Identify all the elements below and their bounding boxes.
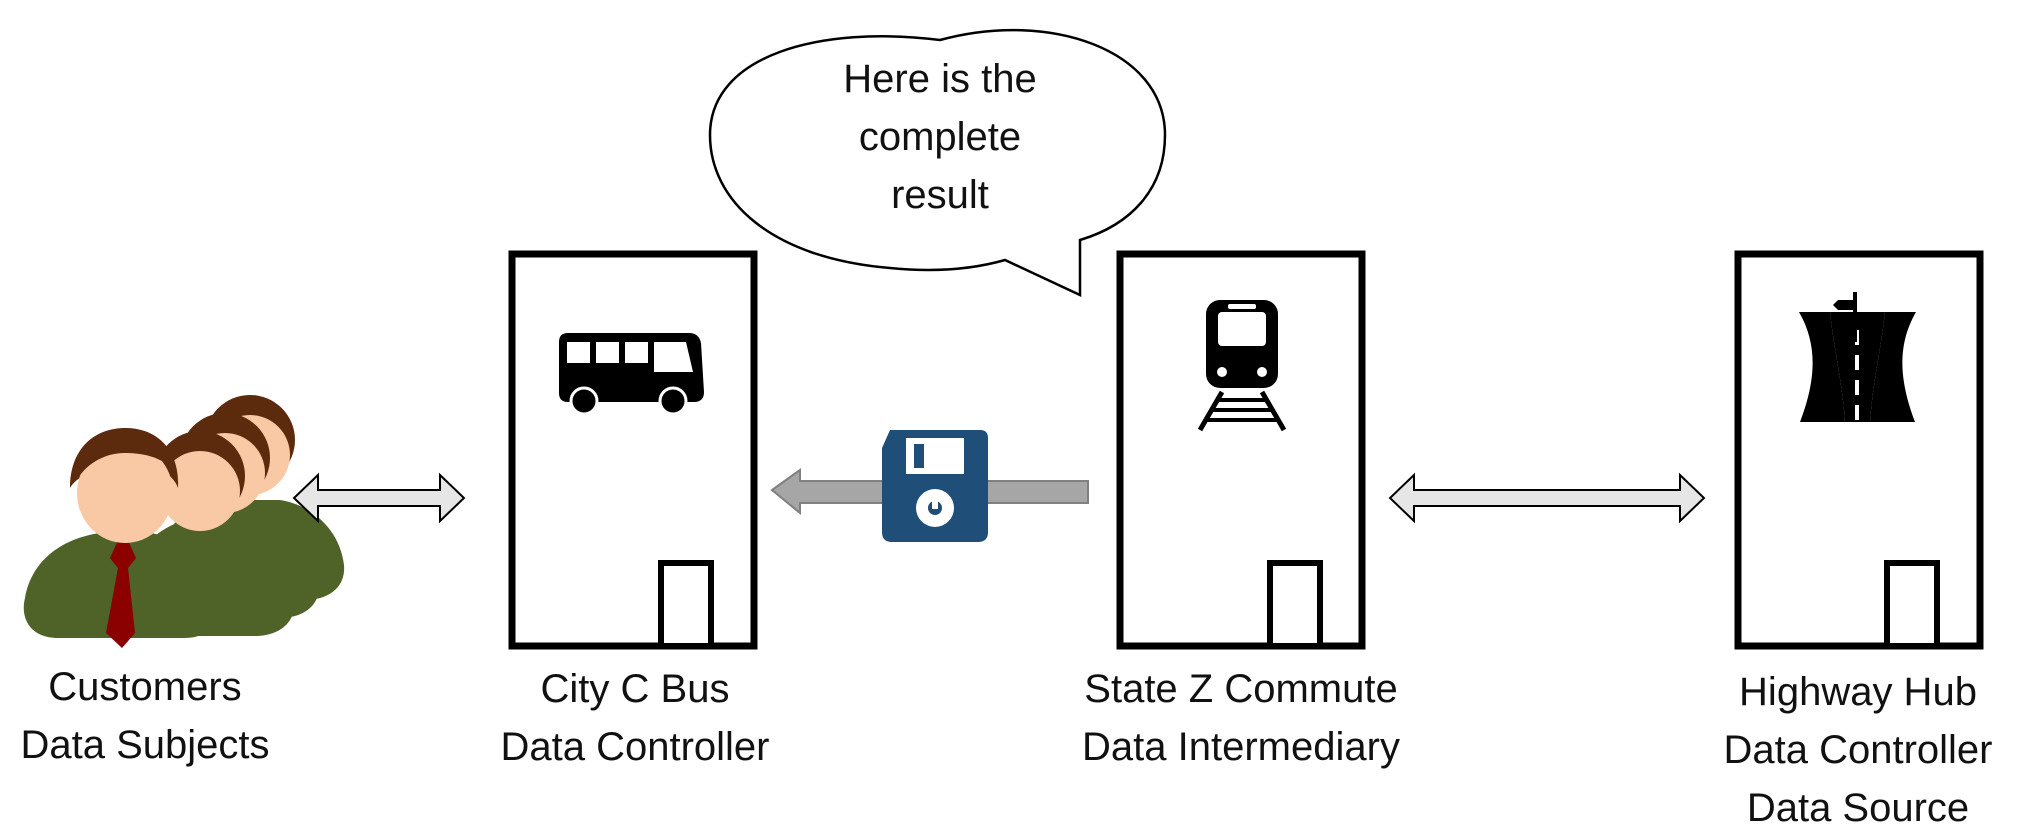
bus-icon xyxy=(559,333,704,416)
label-line: State Z Commute xyxy=(1084,667,1398,711)
double-arrow-customers-bus xyxy=(292,472,466,524)
front-person xyxy=(23,428,221,648)
label-line: Data Source xyxy=(1746,786,1970,830)
speech-line: Here is the xyxy=(843,57,1037,101)
speech-line: result xyxy=(891,173,989,217)
speech-bubble-text: Here is the complete result xyxy=(760,50,1120,224)
road-signpost-icon xyxy=(1799,292,1916,422)
label-line: Customers xyxy=(48,665,242,709)
label-line: Data Subjects xyxy=(20,723,270,767)
label-line: Data Controller xyxy=(1723,728,1993,772)
speech-line: complete xyxy=(858,115,1022,159)
label-highway-hub: Highway Hub Data Controller Data Source xyxy=(1698,663,2018,837)
building-city-bus xyxy=(508,250,758,650)
floppy-disk-icon xyxy=(882,430,988,542)
label-line: City C Bus xyxy=(540,667,730,711)
train-icon xyxy=(1197,300,1287,432)
label-line: Data Intermediary xyxy=(1082,725,1400,769)
people-icon xyxy=(23,395,345,648)
label-line: Highway Hub xyxy=(1739,670,1977,714)
label-line: Data Controller xyxy=(500,725,770,769)
label-state-commute: State Z Commute Data Intermediary xyxy=(1046,660,1436,776)
label-customers: Customers Data Subjects xyxy=(0,658,290,774)
speech-bubble xyxy=(708,28,1167,297)
label-city-bus: City C Bus Data Controller xyxy=(470,660,800,776)
double-arrow-commute-highway xyxy=(1388,472,1706,524)
